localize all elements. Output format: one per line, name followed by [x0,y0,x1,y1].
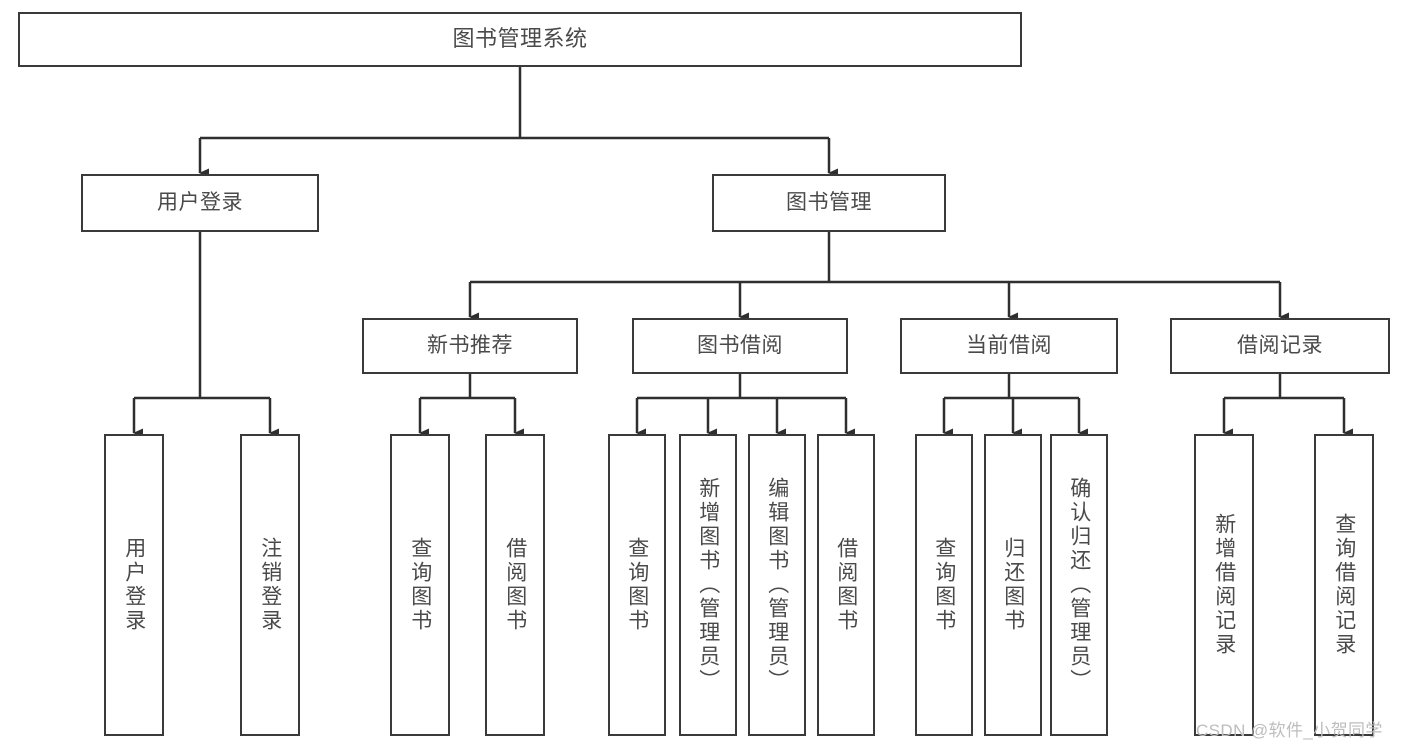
node-leaf-confirm-return[interactable]: 确认归还（管理员） [1050,434,1108,736]
csdn-watermark: CSDN @软件_小贺同学 [1196,721,1383,740]
node-leaf-return-book[interactable]: 归还图书 [984,434,1042,736]
node-leaf-borrow-book-1[interactable]: 借阅图书 [485,434,545,736]
node-label: 归还图书 [1001,537,1025,633]
node-current-borrow[interactable]: 当前借阅 [900,318,1118,374]
node-book-borrow[interactable]: 图书借阅 [632,318,848,374]
node-label: 新增图书（管理员） [696,477,720,693]
node-label: 查询图书 [408,537,432,633]
node-label: 查询图书 [625,537,649,633]
node-label: 用户登录 [122,537,146,633]
node-label: 编辑图书（管理员） [765,477,789,693]
node-leaf-user-login[interactable]: 用户登录 [104,434,164,736]
node-label: 查询借阅记录 [1332,513,1356,657]
node-user-login[interactable]: 用户登录 [81,174,319,232]
node-leaf-query-book-1[interactable]: 查询图书 [390,434,450,736]
node-leaf-add-book[interactable]: 新增图书（管理员） [679,434,737,736]
node-label: 用户登录 [157,191,243,215]
node-leaf-add-record[interactable]: 新增借阅记录 [1194,434,1254,736]
node-book-manage[interactable]: 图书管理 [712,174,946,232]
node-leaf-query-book-2[interactable]: 查询图书 [608,434,666,736]
node-leaf-query-record[interactable]: 查询借阅记录 [1314,434,1374,736]
node-label: 借阅记录 [1237,334,1323,358]
node-label: 当前借阅 [966,334,1052,358]
node-label: 图书管理系统 [452,26,588,52]
node-label: 确认归还（管理员） [1067,477,1091,693]
node-leaf-edit-book[interactable]: 编辑图书（管理员） [748,434,806,736]
node-root[interactable]: 图书管理系统 [18,12,1022,67]
node-leaf-borrow-book-2[interactable]: 借阅图书 [817,434,875,736]
node-label: 新增借阅记录 [1212,513,1236,657]
node-borrow-record[interactable]: 借阅记录 [1170,318,1390,374]
node-label: 图书管理 [786,191,872,215]
node-label: 查询图书 [932,537,956,633]
node-label: 图书借阅 [697,334,783,358]
node-label: 新书推荐 [427,334,513,358]
node-leaf-logout[interactable]: 注销登录 [240,434,300,736]
node-label: 借阅图书 [503,537,527,633]
edges [132,67,1353,438]
node-label: 注销登录 [258,537,282,633]
node-label: 借阅图书 [834,537,858,633]
node-leaf-query-book-3[interactable]: 查询图书 [915,434,973,736]
node-new-book-rec[interactable]: 新书推荐 [362,318,578,374]
